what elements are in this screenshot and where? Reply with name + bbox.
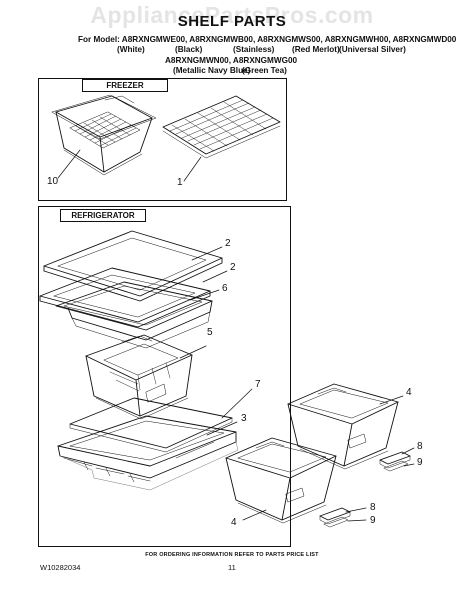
slide-left-drawing [319, 507, 351, 528]
crisper-right-drawing [287, 383, 399, 470]
freezer-section-label: FREEZER [82, 79, 168, 92]
model-color-white: (White) [117, 45, 145, 54]
callout-4-crisper-left: 4 [231, 517, 237, 528]
callout-7-crisper-cover-glass: 7 [255, 379, 261, 390]
freezer-basket-drawing [51, 94, 157, 176]
refrigerator-section-frame [38, 206, 291, 547]
crisper-cover-glass-drawing [69, 397, 233, 453]
callout-8-slide-right: 8 [417, 441, 423, 452]
leader-line-8-left [345, 507, 367, 513]
glass-shelf-top-drawing [43, 230, 223, 302]
page-number: 11 [228, 563, 236, 572]
callout-2-glass-shelf-second: 2 [230, 262, 236, 273]
model-list-line1: For Model: A8RXNGMWE00, A8RXNGMWB00, A8R… [78, 35, 457, 44]
crisper-small-drawing [85, 334, 193, 420]
callout-3-crisper-cover-frame: 3 [241, 413, 247, 424]
leader-line-9-right [403, 463, 415, 467]
leader-line-10 [57, 149, 81, 179]
model-color-green-tea: (Green Tea) [242, 66, 287, 75]
callout-6-shelf-frame: 6 [222, 283, 228, 294]
ordering-info-note: FOR ORDERING INFORMATION REFER TO PARTS … [145, 552, 319, 558]
model-color-red-merlot: (Red Merlot) [292, 45, 340, 54]
callout-9-slide-right: 9 [417, 457, 423, 468]
callout-4-crisper-right: 4 [406, 387, 412, 398]
page-title: SHELF PARTS [177, 13, 287, 30]
callout-10-freezer-basket: 10 [47, 176, 59, 187]
model-list-line2: A8RXNGMWN00, A8RXNGMWG00 [165, 56, 298, 65]
leader-line-4-right [379, 395, 404, 405]
callout-8-slide-left: 8 [370, 502, 376, 513]
document-part-number: W10282034 [40, 563, 81, 572]
callout-2-glass-shelf-top: 2 [225, 238, 231, 249]
callout-5-crisper-small: 5 [207, 327, 213, 338]
leader-line-4-left [242, 509, 267, 521]
crisper-left-drawing [225, 437, 337, 524]
callout-9-slide-left: 9 [370, 515, 376, 526]
glass-shelf-second-drawing [39, 267, 211, 328]
leader-line-1 [183, 156, 202, 182]
shelf-frame-drawing [55, 281, 213, 349]
watermark-text: AppliancePartsPros.com [90, 2, 374, 28]
model-color-black: (Black) [175, 45, 203, 54]
leader-line-7 [221, 388, 253, 419]
leader-line-2-top [191, 246, 223, 261]
crisper-cover-frame-drawing [57, 415, 239, 491]
freezer-section-frame [38, 78, 287, 201]
model-color-universal-silver: (Universal Silver) [339, 45, 406, 54]
leader-line-6 [189, 289, 220, 301]
leader-line-8-right [401, 447, 415, 455]
model-color-metallic-navy: (Metallic Navy Blue) [173, 66, 251, 75]
leader-line-2-second [202, 270, 228, 283]
callout-1-freezer-shelf: 1 [177, 177, 183, 188]
refrigerator-section-label: REFRIGERATOR [60, 209, 146, 222]
leader-line-5 [179, 345, 207, 359]
model-color-stainless: (Stainless) [233, 45, 275, 54]
leader-line-9-left [347, 519, 367, 522]
slide-right-drawing [379, 451, 411, 472]
freezer-wire-shelf-drawing [162, 95, 281, 159]
leader-line-3 [206, 421, 238, 436]
